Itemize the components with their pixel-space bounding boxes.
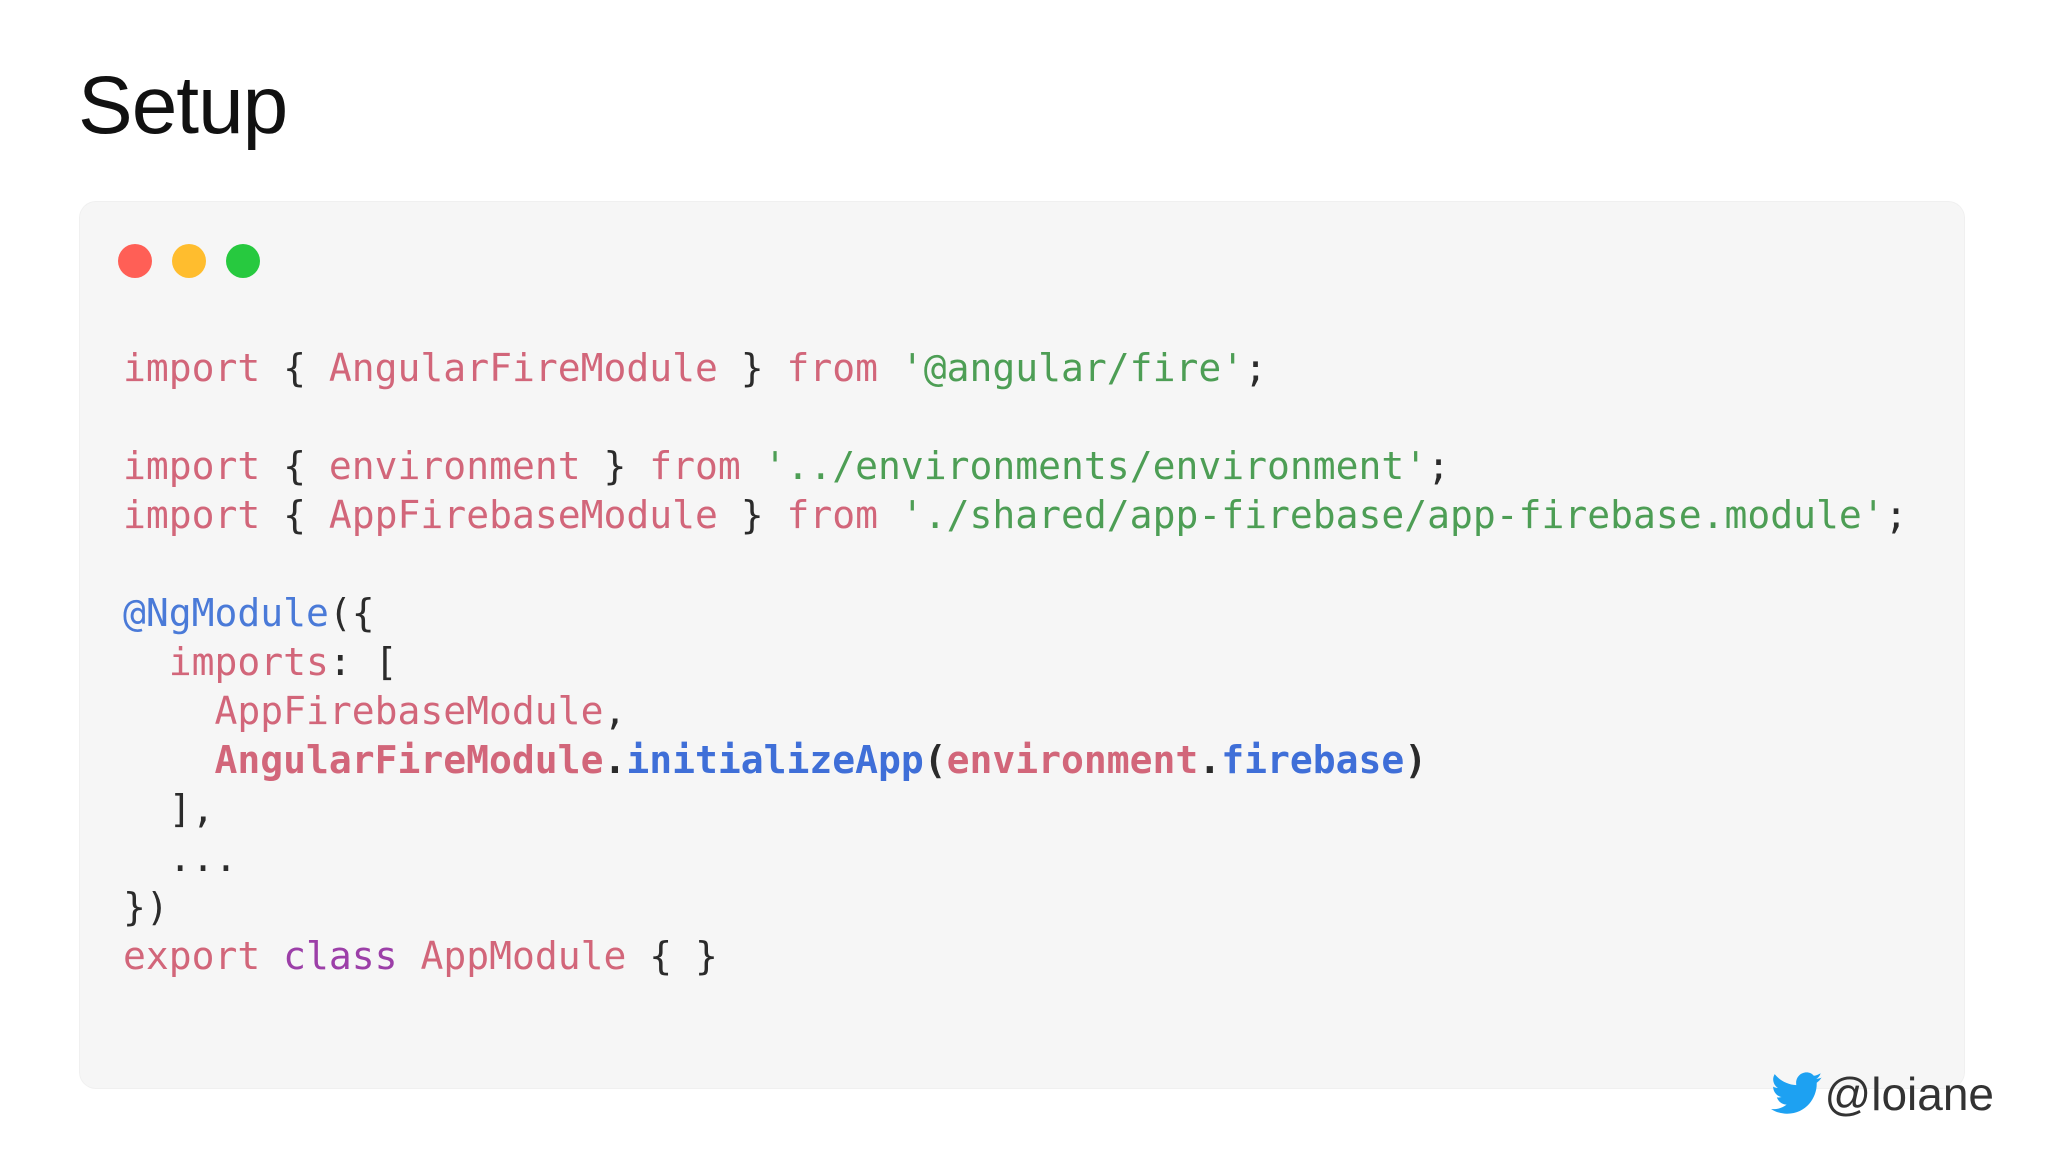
code-token — [878, 346, 901, 390]
code-token: initializeApp — [626, 738, 924, 782]
code-token: }) — [123, 885, 169, 929]
twitter-bird-icon — [1770, 1072, 1822, 1114]
code-token: class — [283, 934, 398, 978]
handle-text: @loiane — [1824, 1068, 1994, 1120]
code-token: , — [603, 689, 627, 733]
code-token: firebase — [1221, 738, 1405, 782]
code-token: . — [603, 738, 627, 782]
code-line: ], — [123, 785, 1908, 834]
code-token: import — [123, 493, 261, 537]
code-token: . — [1198, 738, 1222, 782]
code-token — [123, 689, 215, 733]
code-line: import { environment } from '../environm… — [123, 442, 1908, 491]
code-token: from — [649, 444, 741, 488]
slide-title: Setup — [78, 60, 288, 151]
code-token: { — [260, 493, 329, 537]
code-token: AppModule — [420, 934, 627, 978]
code-token: import — [123, 444, 261, 488]
code-line: import { AppFirebaseModule } from './sha… — [123, 491, 1908, 540]
code-token: './shared/app-firebase/app-firebase.modu… — [900, 493, 1885, 537]
window-controls — [118, 244, 260, 278]
code-line: import { AngularFireModule } from '@angu… — [123, 344, 1908, 393]
code-line: @NgModule({ — [123, 589, 1908, 638]
code-token: imports — [168, 640, 329, 684]
code-line — [123, 540, 1908, 589]
close-dot-icon[interactable] — [118, 244, 152, 278]
code-token: { — [260, 444, 329, 488]
code-token: environment — [328, 444, 581, 488]
code-line: ... — [123, 834, 1908, 883]
code-token: ], — [123, 787, 215, 831]
code-token: from — [786, 493, 879, 537]
code-window: import { AngularFireModule } from '@angu… — [80, 202, 1964, 1088]
code-token: ({ — [328, 591, 375, 635]
code-line — [123, 393, 1908, 442]
code-token — [398, 934, 421, 978]
code-token: ; — [1884, 493, 1908, 537]
code-line: AppFirebaseModule, — [123, 687, 1908, 736]
code-token: '@angular/fire' — [900, 346, 1245, 390]
minimize-dot-icon[interactable] — [172, 244, 206, 278]
code-token: import — [123, 346, 261, 390]
code-token: } — [717, 346, 787, 390]
code-token: export — [123, 934, 261, 978]
code-token: } — [717, 493, 787, 537]
code-block: import { AngularFireModule } from '@angu… — [123, 344, 1908, 981]
code-line: imports: [ — [123, 638, 1908, 687]
code-token: { — [260, 346, 329, 390]
code-token: AngularFireModule — [328, 346, 718, 390]
code-token — [260, 934, 283, 978]
code-token: ; — [1244, 346, 1267, 390]
code-token: from — [786, 346, 879, 390]
code-token: AppFirebaseModule — [328, 493, 718, 537]
code-line: AngularFireModule.initializeApp(environm… — [123, 736, 1908, 785]
code-token — [123, 640, 169, 684]
code-token: } — [580, 444, 650, 488]
code-token: ... — [123, 836, 238, 880]
code-token: AngularFireModule — [214, 738, 604, 782]
code-token: ( — [923, 738, 947, 782]
code-token: environment — [946, 738, 1199, 782]
code-token: AppFirebaseModule — [214, 689, 604, 733]
code-token: '../environments/environment' — [763, 444, 1428, 488]
code-line: export class AppModule { } — [123, 932, 1908, 981]
code-token: ) — [1404, 738, 1428, 782]
zoom-dot-icon[interactable] — [226, 244, 260, 278]
code-token — [878, 493, 901, 537]
code-token: { } — [626, 934, 718, 978]
code-token: @NgModule — [123, 591, 329, 635]
code-token — [741, 444, 764, 488]
code-token: : [ — [328, 640, 398, 684]
code-token: ; — [1427, 444, 1450, 488]
code-token — [123, 738, 215, 782]
code-line: }) — [123, 883, 1908, 932]
twitter-handle: @loiane — [1770, 1066, 1994, 1122]
